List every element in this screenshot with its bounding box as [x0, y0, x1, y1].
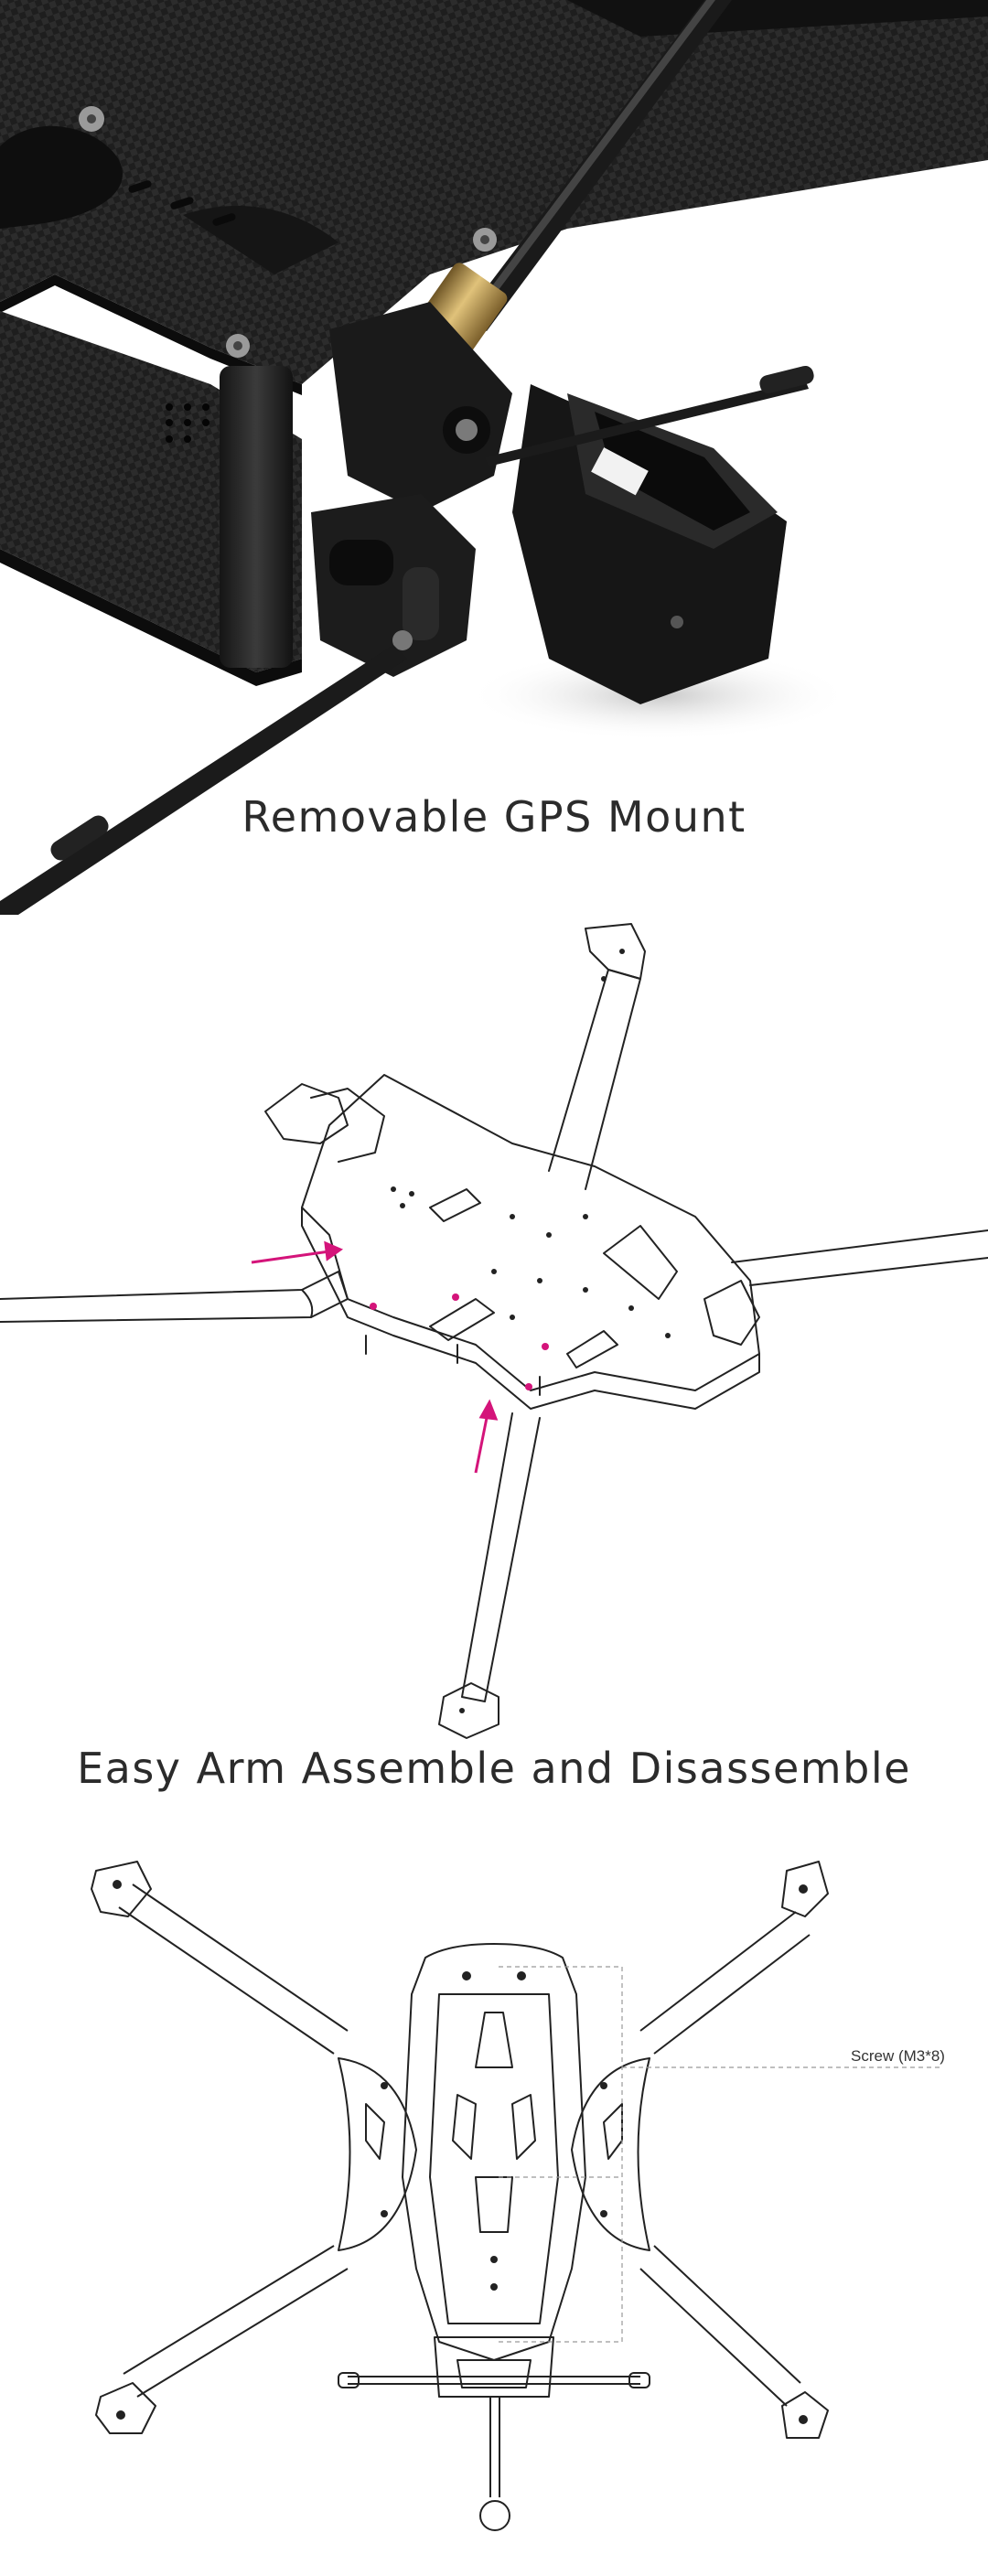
arm-bottom-right — [639, 2245, 801, 2407]
arm-top-right — [639, 1911, 811, 2055]
assembly-arrow-icon — [251, 1240, 344, 1264]
gps-cup — [512, 384, 787, 704]
arm-assembly-section: Easy Arm Assemble and Disassemble — [0, 915, 988, 1811]
arm-bottom — [461, 1412, 541, 1702]
arm-right — [731, 1229, 988, 1286]
frame-top-view-drawing — [91, 1861, 942, 2531]
top-carbon-plate — [0, 0, 988, 384]
screw-label: Screw (M3*8) — [851, 2047, 945, 2065]
center-plate — [301, 1074, 760, 1391]
arm-top-left — [118, 1884, 349, 2055]
plate-cutout — [0, 125, 123, 229]
arm-assembly-caption: Easy Arm Assemble and Disassemble — [77, 1744, 911, 1793]
antenna-rod-right — [485, 380, 809, 467]
side-plate-left — [338, 2057, 417, 2251]
arm-upper — [548, 969, 641, 1190]
gps-mount-render — [0, 0, 988, 915]
arm-left — [0, 1271, 349, 1323]
gps-bracket-drawing — [264, 1083, 349, 1144]
gps-mount-section: Removable GPS Mount — [0, 0, 988, 915]
top-view-section: Screw (M3*8) — [0, 1811, 988, 2576]
center-spine — [402, 1943, 586, 2361]
antenna-rod-lower — [0, 645, 407, 915]
arm-bottom-left — [123, 2245, 349, 2398]
side-plate-right — [571, 2057, 650, 2251]
gps-mount-caption: Removable GPS Mount — [242, 792, 746, 842]
antenna-bar — [348, 2376, 640, 2385]
arm-exploded-drawing — [0, 923, 988, 1739]
mount-hinge — [329, 302, 512, 512]
assembly-arrow-icon — [474, 1399, 499, 1474]
standoff-pillar — [220, 366, 293, 668]
